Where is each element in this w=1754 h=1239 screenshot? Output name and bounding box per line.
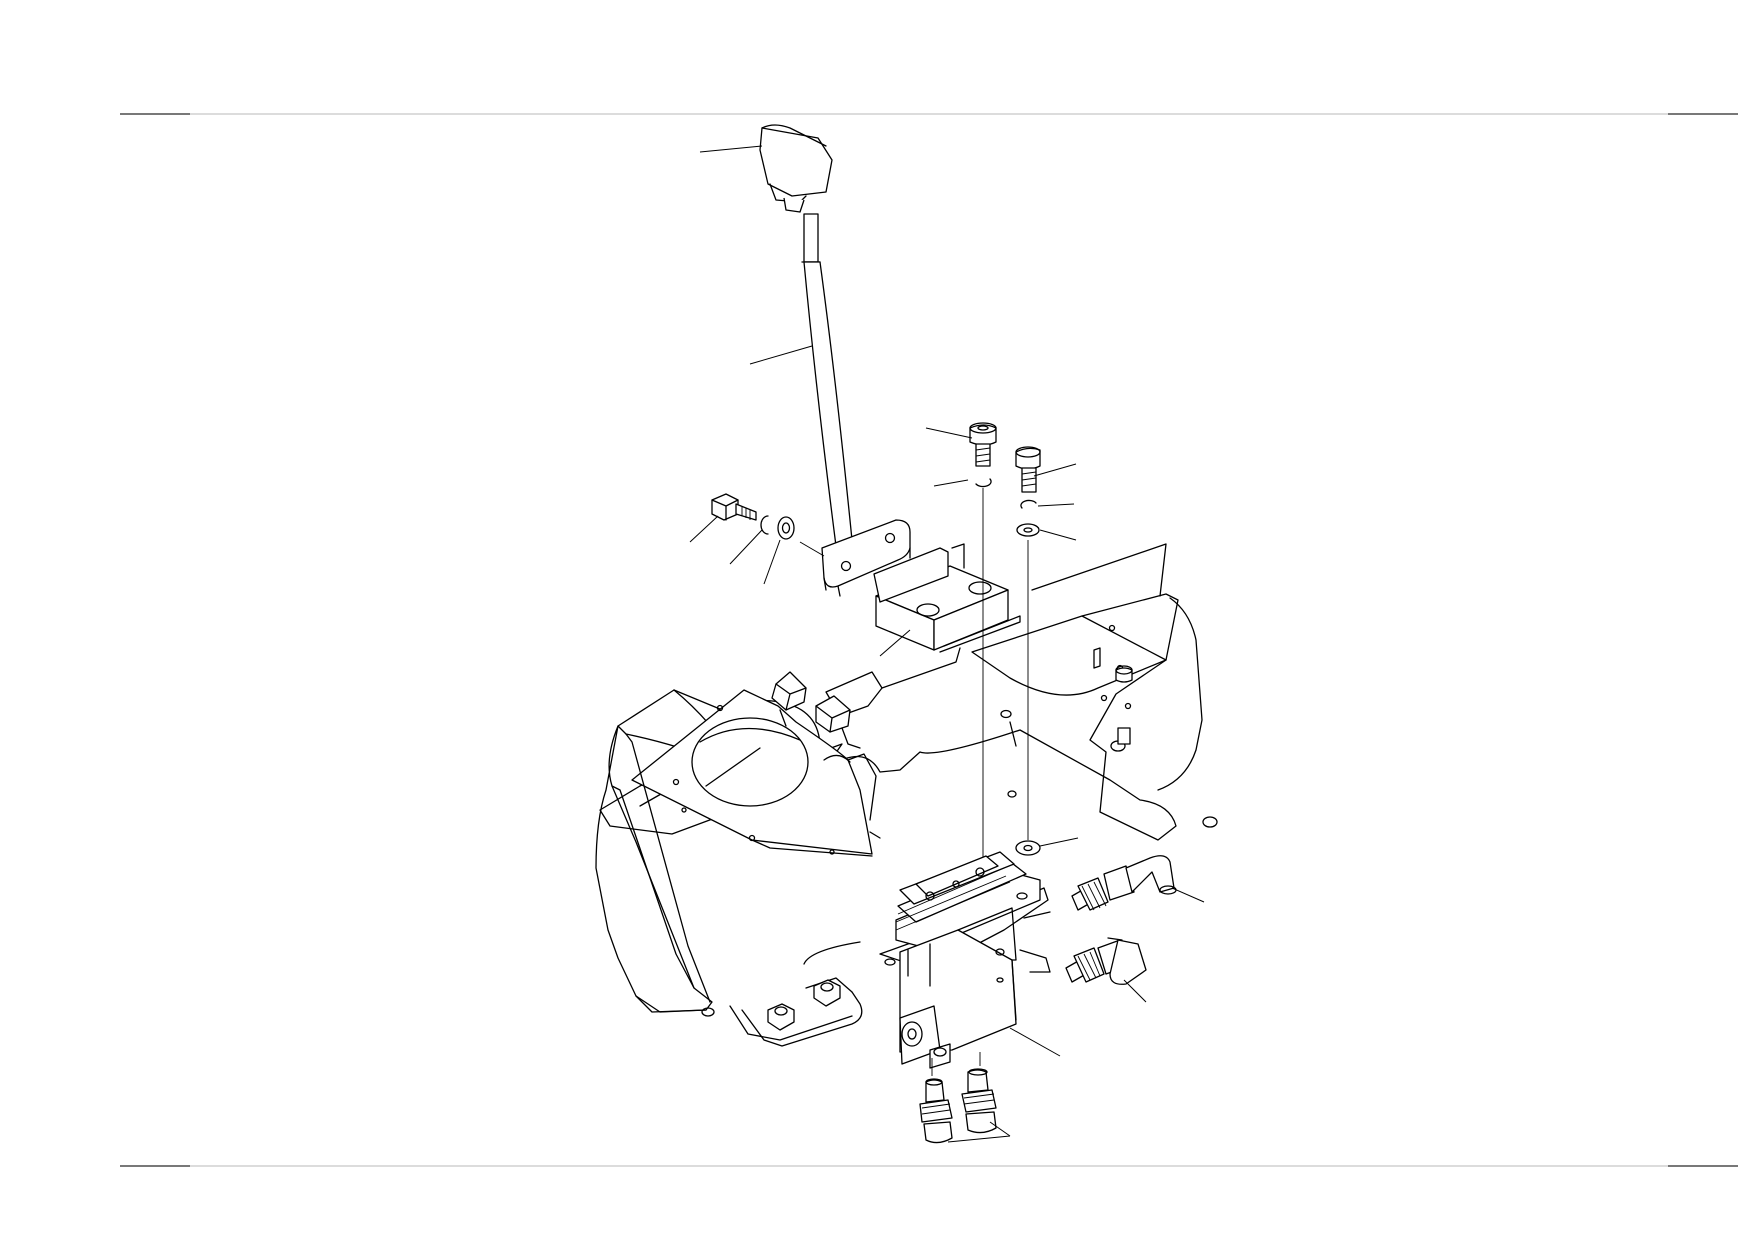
hex-nut [813,979,841,1007]
lever-shaft [801,213,853,547]
hex-bolt [1015,446,1041,493]
clevis-bracket [873,543,1009,651]
hex-nut [767,1003,795,1031]
cap-screw-lock-washer [975,478,992,488]
lever-knob [759,124,833,213]
lever-plate [821,519,911,597]
cap-screw [969,422,997,467]
mounting-plate-body [631,671,881,857]
bottom-fitting [961,1068,997,1134]
assembly-lines [982,488,1029,868]
side-flat-washer [777,516,795,540]
fitting-axes [931,1052,981,1076]
hex-bolt-flat-washer [1016,523,1040,537]
hex-bolt-lock-washer [1020,499,1037,509]
bottom-fitting [919,1078,953,1144]
valve-washer [1015,840,1041,856]
elbow-fitting [1071,855,1177,911]
side-plate [595,725,863,1047]
side-bolt [711,493,757,521]
control-valve [879,851,1051,1069]
leader-lines [689,145,1205,1143]
side-lock-washer [760,515,769,535]
frame-rules [120,113,1738,1167]
angle-fitting [1065,937,1147,985]
